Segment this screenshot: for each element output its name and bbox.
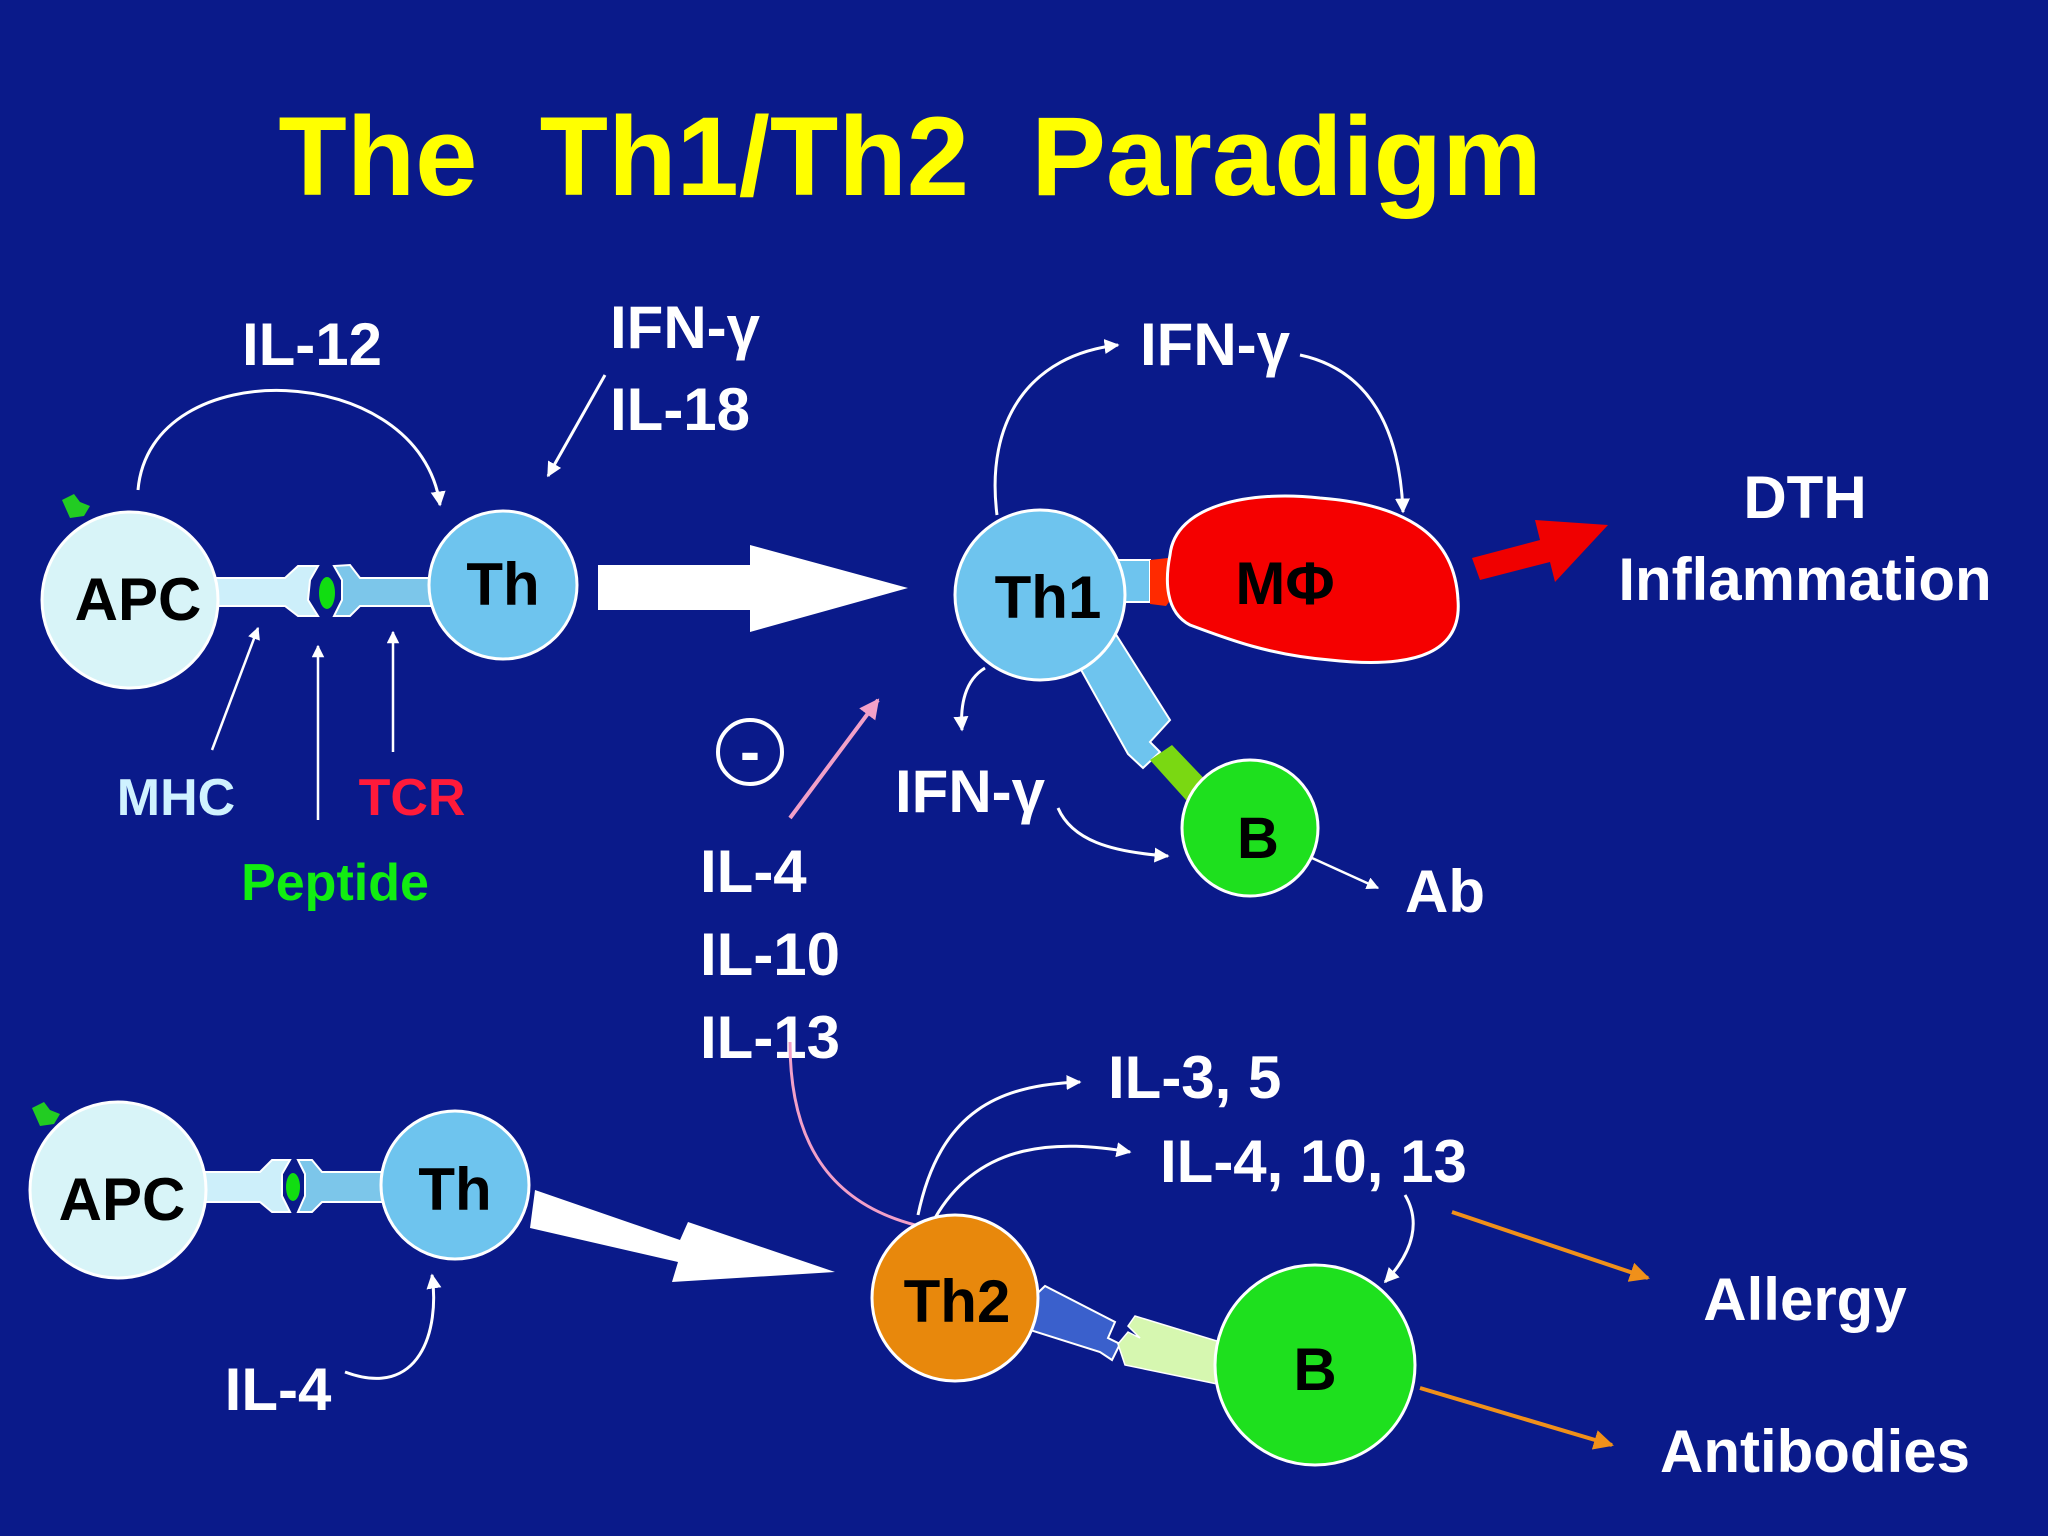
dth-arrow [1472, 520, 1608, 582]
th-cell-bottom [379, 1109, 531, 1261]
ifn-gamma-down-arrow [953, 666, 986, 732]
mhc-molecule-bottom [179, 1159, 292, 1213]
tcr-label: TCR [359, 769, 466, 827]
il12-label: IL-12 [242, 311, 382, 378]
tcr-molecule [332, 563, 441, 617]
apc-label-bottom: APC [59, 1166, 186, 1233]
b-cell-th2-label: B [1293, 1336, 1336, 1403]
th2-label: Th2 [904, 1268, 1011, 1335]
il41013-label: IL-4, 10, 13 [1160, 1128, 1467, 1195]
peptide-label: Peptide [241, 854, 429, 912]
il35-label: IL-3, 5 [1108, 1044, 1281, 1111]
inhibition-symbol [716, 718, 784, 786]
ifn-gamma-loop-out [993, 339, 1120, 516]
th2-il41013-arrow [933, 1142, 1132, 1219]
slide-title: The Th1/Th2 Paradigm [278, 94, 1541, 219]
ab-label: Ab [1405, 858, 1485, 925]
b-cell-th2 [1213, 1263, 1417, 1467]
apc-cell [40, 510, 220, 690]
apc-label: APC [75, 566, 202, 633]
th-label: Th [466, 551, 539, 618]
mhc-molecule [189, 565, 320, 617]
mhc-label: MHC [117, 769, 235, 827]
il13-cross-label: IL-13 [700, 1004, 840, 1071]
il4-to-th-arrow [344, 1273, 442, 1380]
th-label-bottom: Th [418, 1156, 491, 1223]
dth-label: DTH [1743, 464, 1866, 531]
ifn-gamma-to-b-arrow [1056, 807, 1170, 863]
ifn-il18-arrow [546, 374, 607, 478]
th1-cell [953, 508, 1127, 682]
inhibition-minus: - [740, 718, 760, 785]
inflammation-label: Inflammation [1618, 546, 1991, 613]
antibodies-arrow [1419, 1386, 1614, 1450]
peptide-bottom [286, 1173, 300, 1201]
ifn-gamma-loop-label: IFN-γ [1140, 311, 1291, 378]
th2-il35-arrow [916, 1075, 1082, 1216]
ifn-gamma-b-label: IFN-γ [895, 758, 1046, 825]
antibodies-label: Antibodies [1660, 1418, 1970, 1485]
allergy-label: Allergy [1703, 1266, 1907, 1333]
il4-bottom-label: IL-4 [225, 1356, 332, 1423]
ifn-gamma-label-top: IFN-γ [610, 294, 761, 361]
th2-cell [870, 1213, 1040, 1383]
b-to-ab-arrow [1311, 856, 1380, 890]
il4-cross-label: IL-4 [700, 838, 807, 905]
mhc-pointer [210, 626, 260, 751]
il10-cross-label: IL-10 [700, 921, 840, 988]
th1-label: Th1 [995, 564, 1102, 631]
tcr-molecule-bottom [296, 1159, 396, 1213]
th-cell [427, 509, 579, 661]
b-cell-th1-label: B [1237, 806, 1279, 871]
inhibit-th1-arrow [788, 698, 880, 820]
apc-receptor-marker-bottom [32, 1102, 60, 1126]
macrophage-label: MΦ [1235, 550, 1334, 617]
il18-label: IL-18 [610, 376, 750, 443]
b-cell-th1 [1180, 758, 1320, 898]
macrophage-cell [1165, 494, 1460, 664]
apc-receptor-marker [62, 494, 90, 518]
il12-arrow [136, 389, 446, 507]
differentiation-arrow-th2 [530, 1190, 835, 1282]
apc-cell-bottom [28, 1100, 208, 1280]
differentiation-arrow-th1 [598, 545, 908, 632]
ifn-gamma-loop-in [1299, 353, 1410, 514]
il41013-to-b-arrow [1383, 1194, 1415, 1284]
th2-to-il13-line [788, 1041, 916, 1227]
peptide [319, 577, 335, 609]
allergy-arrow [1451, 1210, 1650, 1282]
b-receptor-th2 [1117, 1315, 1231, 1386]
